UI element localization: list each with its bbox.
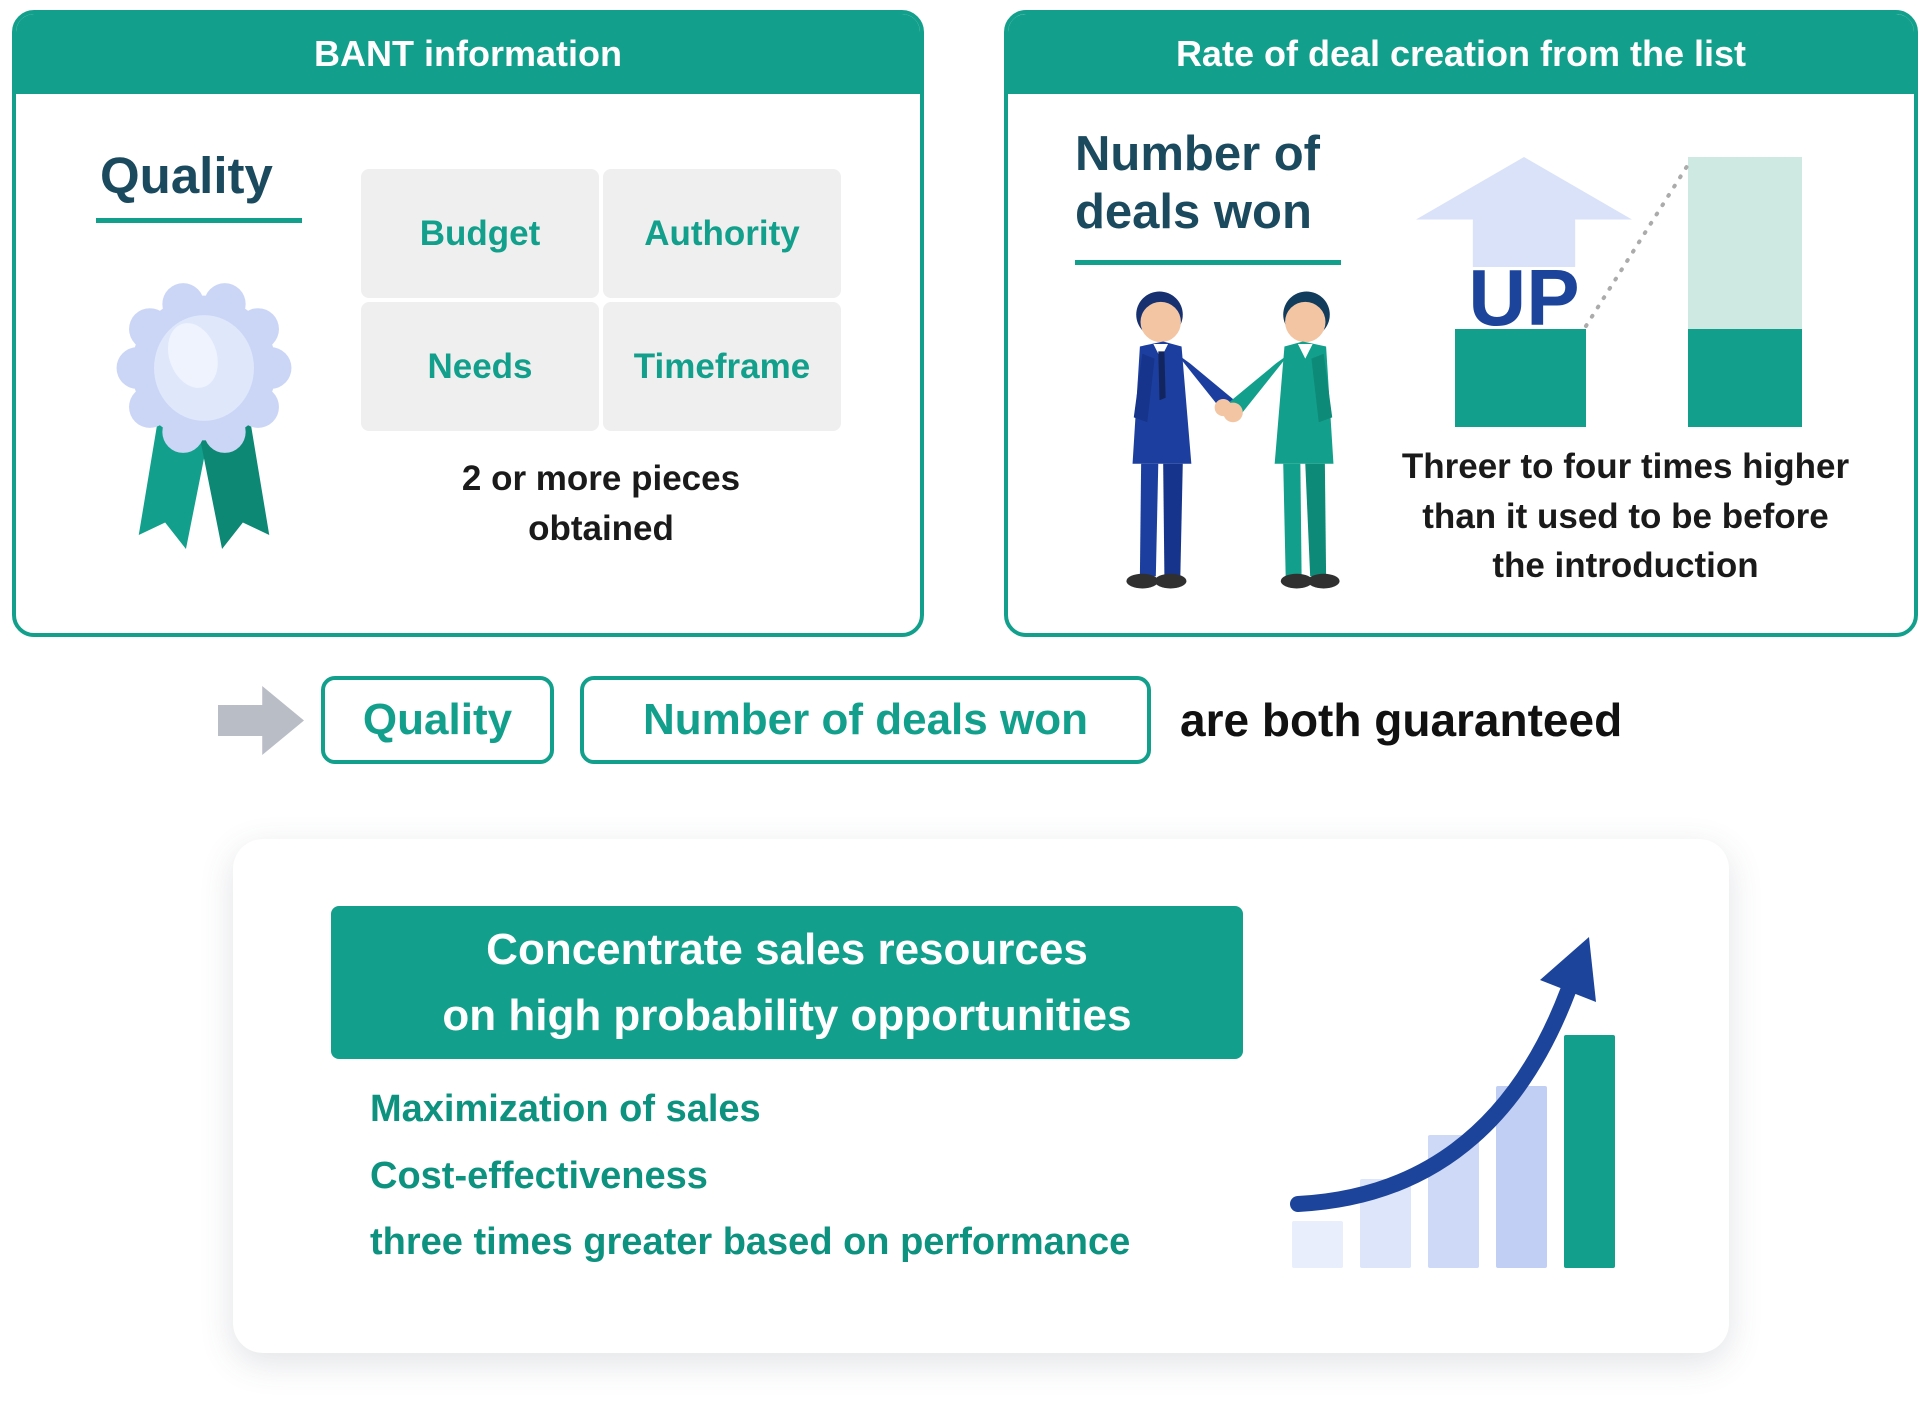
growth-bar (1292, 1221, 1343, 1268)
bant-cell-budget: Budget (361, 169, 599, 298)
deals-won-underline (1075, 260, 1341, 265)
deals-won-chip: Number of deals won (580, 676, 1151, 764)
benefit-points: Maximization of sales Cost-effectiveness… (370, 1087, 1130, 1287)
up-label: UP (1468, 253, 1580, 342)
bar-before (1455, 329, 1586, 427)
bar-after-top (1688, 157, 1802, 329)
bant-cell-needs: Needs (361, 302, 599, 431)
growth-chart (1292, 1035, 1615, 1268)
quality-heading: Quality (100, 147, 273, 204)
benefit-point: three times greater based on performance (370, 1221, 1131, 1264)
quality-underline (96, 218, 302, 223)
benefit-banner: Concentrate sales resources on high prob… (331, 906, 1243, 1059)
growth-bar (1428, 1135, 1479, 1268)
bar-after (1688, 157, 1802, 427)
right-arrow-icon (218, 686, 304, 755)
growth-bar (1564, 1035, 1615, 1268)
benefit-point: Maximization of sales (370, 1088, 761, 1130)
deal-rate-note: Threer to four times higher than it used… (1401, 447, 1850, 586)
bar-after-bottom (1688, 329, 1802, 427)
bant-card: BANT information Quality Budg (12, 10, 924, 637)
growth-bar (1360, 1179, 1411, 1268)
bant-cell-authority: Authority (603, 169, 841, 298)
summary-tail: are both guaranteed (1180, 694, 1623, 746)
growth-bar (1496, 1086, 1547, 1268)
deal-rate-card-title: Rate of deal creation from the list (1175, 33, 1747, 74)
bant-card-title: BANT information (314, 33, 622, 74)
deals-won-chip-label: Number of deals won (643, 695, 1088, 744)
deals-won-heading: Number of deals won (1075, 127, 1320, 239)
bant-card-header: BANT information (16, 14, 920, 94)
quality-chip-label: Quality (362, 695, 513, 744)
benefit-card: Concentrate sales resources on high prob… (233, 839, 1729, 1353)
bant-grid: Budget Authority Needs Timeframe (361, 169, 841, 431)
bant-note: 2 or more pieces obtained (461, 459, 741, 548)
deal-rate-card: Rate of deal creation from the list Numb… (1004, 10, 1918, 637)
ribbon-badge-icon (86, 240, 322, 574)
deal-rate-card-header: Rate of deal creation from the list (1008, 14, 1914, 94)
quality-chip: Quality (321, 676, 554, 764)
benefit-point: Cost-effectiveness (370, 1154, 708, 1197)
bant-cell-timeframe: Timeframe (603, 302, 841, 431)
handshake-illustration (1086, 278, 1380, 608)
up-arrow-icon (1416, 157, 1632, 267)
